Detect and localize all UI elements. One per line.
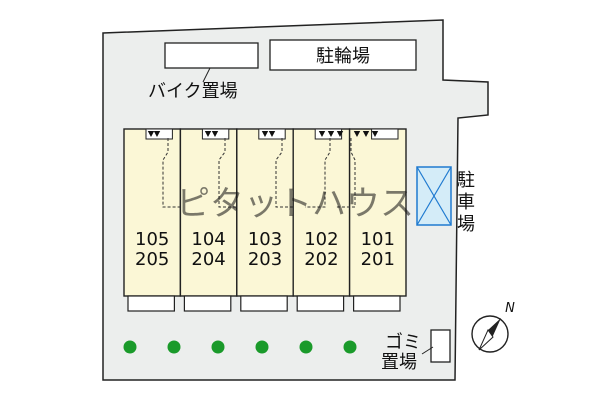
down-triangle-icon: [204, 131, 212, 137]
down-triangle-icon: [153, 131, 161, 137]
bike-parking-area: [164, 42, 259, 69]
parking-label-char: 車: [457, 192, 475, 213]
garbage-area: [430, 329, 451, 363]
balcony: [240, 295, 288, 312]
tree-icon: [123, 340, 137, 354]
parking-label-char: 駐: [457, 170, 475, 191]
entrance-recess: [371, 128, 399, 140]
balcony: [353, 295, 401, 312]
down-triangle-icon: [327, 131, 335, 137]
balcony: [183, 295, 232, 312]
unit-number-lower: 205: [135, 249, 169, 270]
balcony: [127, 295, 176, 312]
tree-row: [123, 340, 357, 354]
stair-path: [218, 138, 239, 208]
unit-outline: [348, 128, 407, 297]
bicycle-parking-label: 駐輪場: [316, 46, 370, 67]
compass-icon: N: [471, 301, 515, 353]
garbage-leader: [421, 346, 434, 355]
unit-number-upper: 102: [304, 229, 338, 250]
entrance-recess: [145, 128, 173, 140]
tree-icon: [343, 340, 357, 354]
tree-icon: [299, 340, 313, 354]
stair-path: [305, 138, 331, 208]
bike-parking-leader: [202, 67, 211, 83]
garbage-label-line1: ゴミ: [385, 332, 421, 353]
unit-outline: [179, 128, 238, 297]
watermark: ピタットハウス: [176, 184, 414, 224]
parking-label-char: 場: [457, 214, 475, 235]
tree-icon: [167, 340, 181, 354]
parking-cross-line: [416, 166, 452, 226]
unit-number-upper: 104: [191, 229, 225, 250]
stair-path: [162, 138, 183, 208]
down-triangle-icon: [211, 131, 219, 137]
tree-icon: [255, 340, 269, 354]
unit-number-lower: 202: [304, 249, 338, 270]
down-triangle-icon: [362, 131, 370, 137]
down-triangle-icon: [353, 131, 361, 137]
unit-number-lower: 201: [361, 249, 395, 270]
unit-number-lower: 203: [248, 249, 282, 270]
down-triangle-icon: [336, 131, 344, 137]
balcony: [296, 295, 345, 312]
compass-north-label: N: [505, 301, 515, 316]
unit-number-lower: 204: [191, 249, 225, 270]
tree-icon: [211, 340, 225, 354]
stair-path: [335, 138, 356, 208]
down-triangle-icon: [147, 131, 155, 137]
unit-outline: [123, 128, 182, 297]
unit-number-upper: 103: [248, 229, 282, 250]
down-triangle-icon: [268, 131, 276, 137]
down-triangle-icon: [261, 131, 269, 137]
down-triangle-icon: [371, 131, 379, 137]
unit-number-upper: 101: [361, 229, 395, 250]
bike-parking-label: バイク置場: [148, 81, 238, 102]
entrance-recess: [314, 128, 343, 140]
stair-path: [275, 138, 296, 208]
unit-number-upper: 105: [135, 229, 169, 250]
down-triangle-icon: [318, 131, 326, 137]
garbage-label-line2: 置場: [381, 352, 417, 373]
bicycle-parking-area: [269, 39, 417, 71]
